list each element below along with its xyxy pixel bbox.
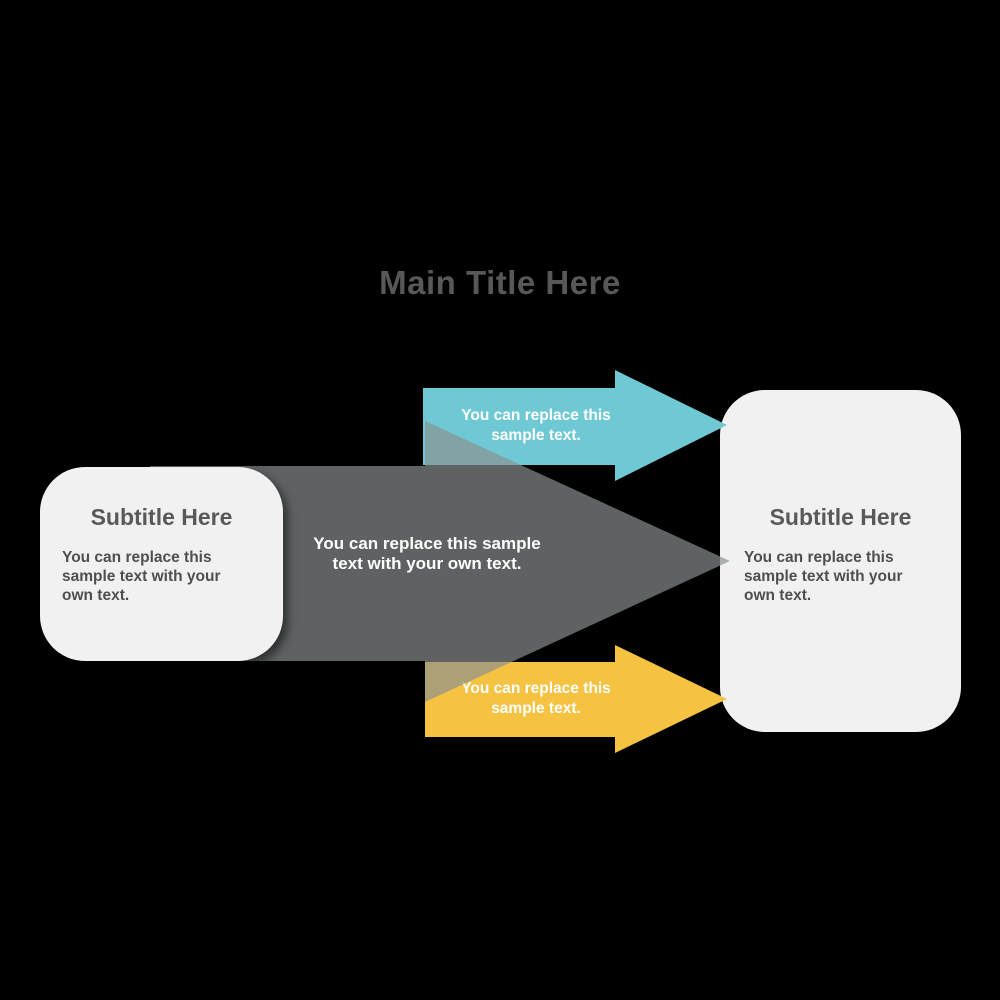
arrow-bottom-label-line: sample text. (491, 700, 581, 717)
arrow-middle-label: You can replace this sample text with yo… (306, 534, 548, 573)
arrow-top-label: You can replace this sample text. (436, 406, 636, 446)
left-card-body-line: You can replace this (62, 549, 212, 566)
arrow-top-label-line: sample text. (491, 427, 581, 444)
arrow-middle-label-line: You can replace this sample (313, 534, 541, 553)
right-card-subtitle: Subtitle Here (769, 504, 912, 530)
arrow-bottom-label: You can replace this sample text. (436, 679, 636, 719)
right-card-body: You can replace this sample text with yo… (744, 548, 958, 605)
arrow-top-label-line: You can replace this (461, 407, 611, 424)
arrow-middle-label-line: text with your own text. (332, 553, 522, 573)
left-card-body-line: own text. (62, 587, 130, 604)
left-card-body-line: sample text with your (62, 568, 221, 585)
right-card (720, 390, 961, 732)
left-card-body: You can replace this sample text with yo… (62, 548, 280, 605)
arrow-bottom-label-line: You can replace this (461, 680, 611, 697)
main-title: Main Title Here (379, 264, 621, 301)
right-card-body-line: You can replace this (744, 549, 894, 566)
left-card-subtitle: Subtitle Here (90, 504, 233, 530)
right-card-body-line: own text. (744, 587, 812, 604)
right-card-body-line: sample text with your (744, 568, 903, 585)
